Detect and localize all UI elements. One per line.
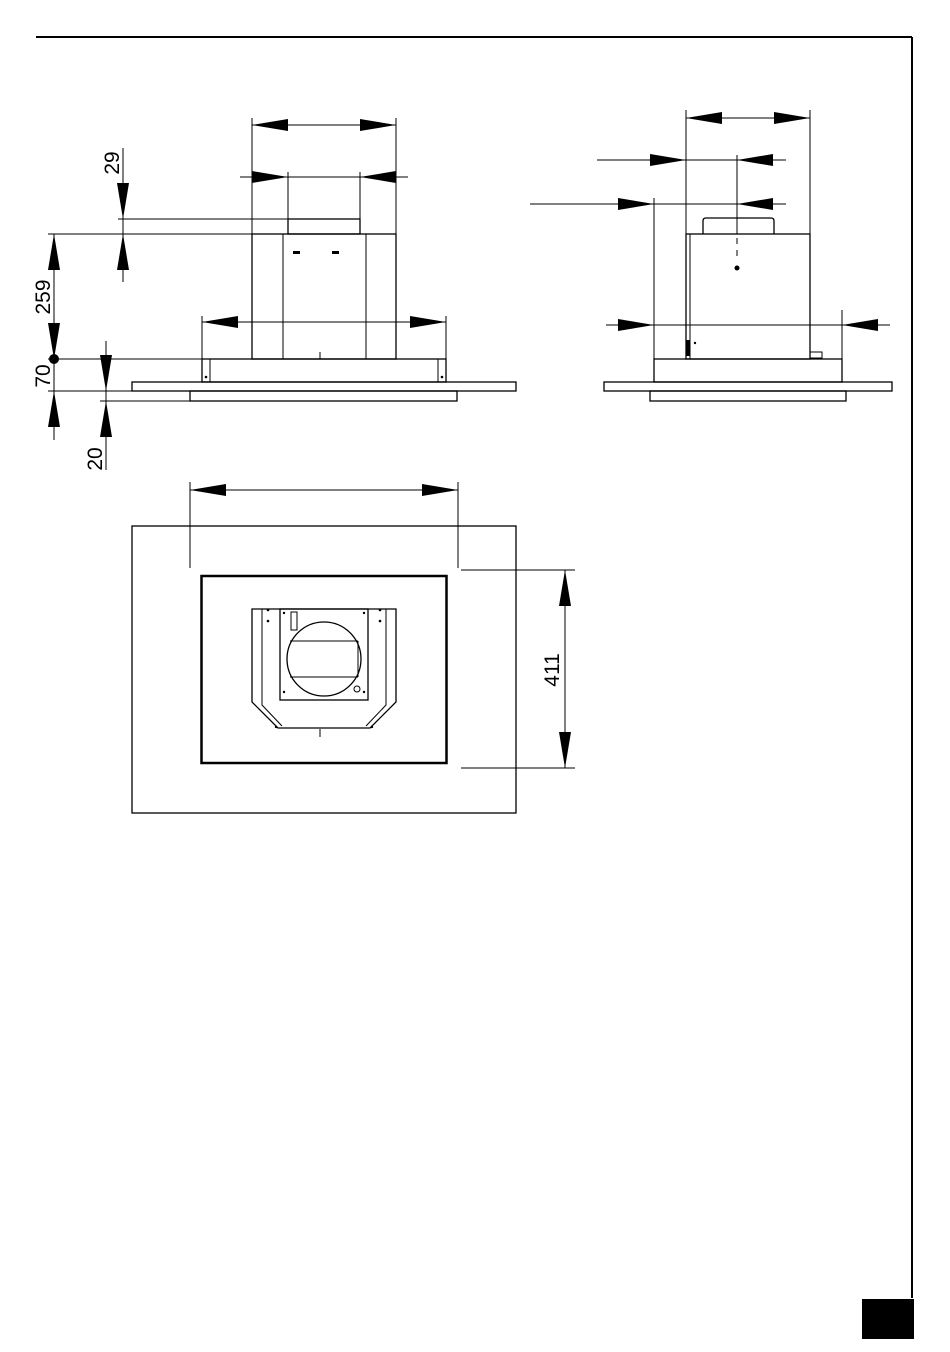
dimension-label-20: 20 [84, 447, 107, 470]
top-extension-lines [190, 482, 575, 768]
top-view [132, 526, 516, 813]
front-view [132, 219, 516, 401]
dimension-label-259: 259 [32, 279, 55, 314]
side-view [604, 218, 892, 401]
dimension-label-29: 29 [101, 151, 124, 174]
front-dimensions [48, 125, 446, 470]
page-marker-block [862, 1299, 914, 1339]
side-dimensions [530, 118, 890, 331]
page-frame [36, 37, 912, 1298]
dimension-label-70: 70 [32, 364, 55, 387]
dimension-label-411: 411 [541, 653, 564, 686]
top-dimensions [190, 490, 565, 768]
